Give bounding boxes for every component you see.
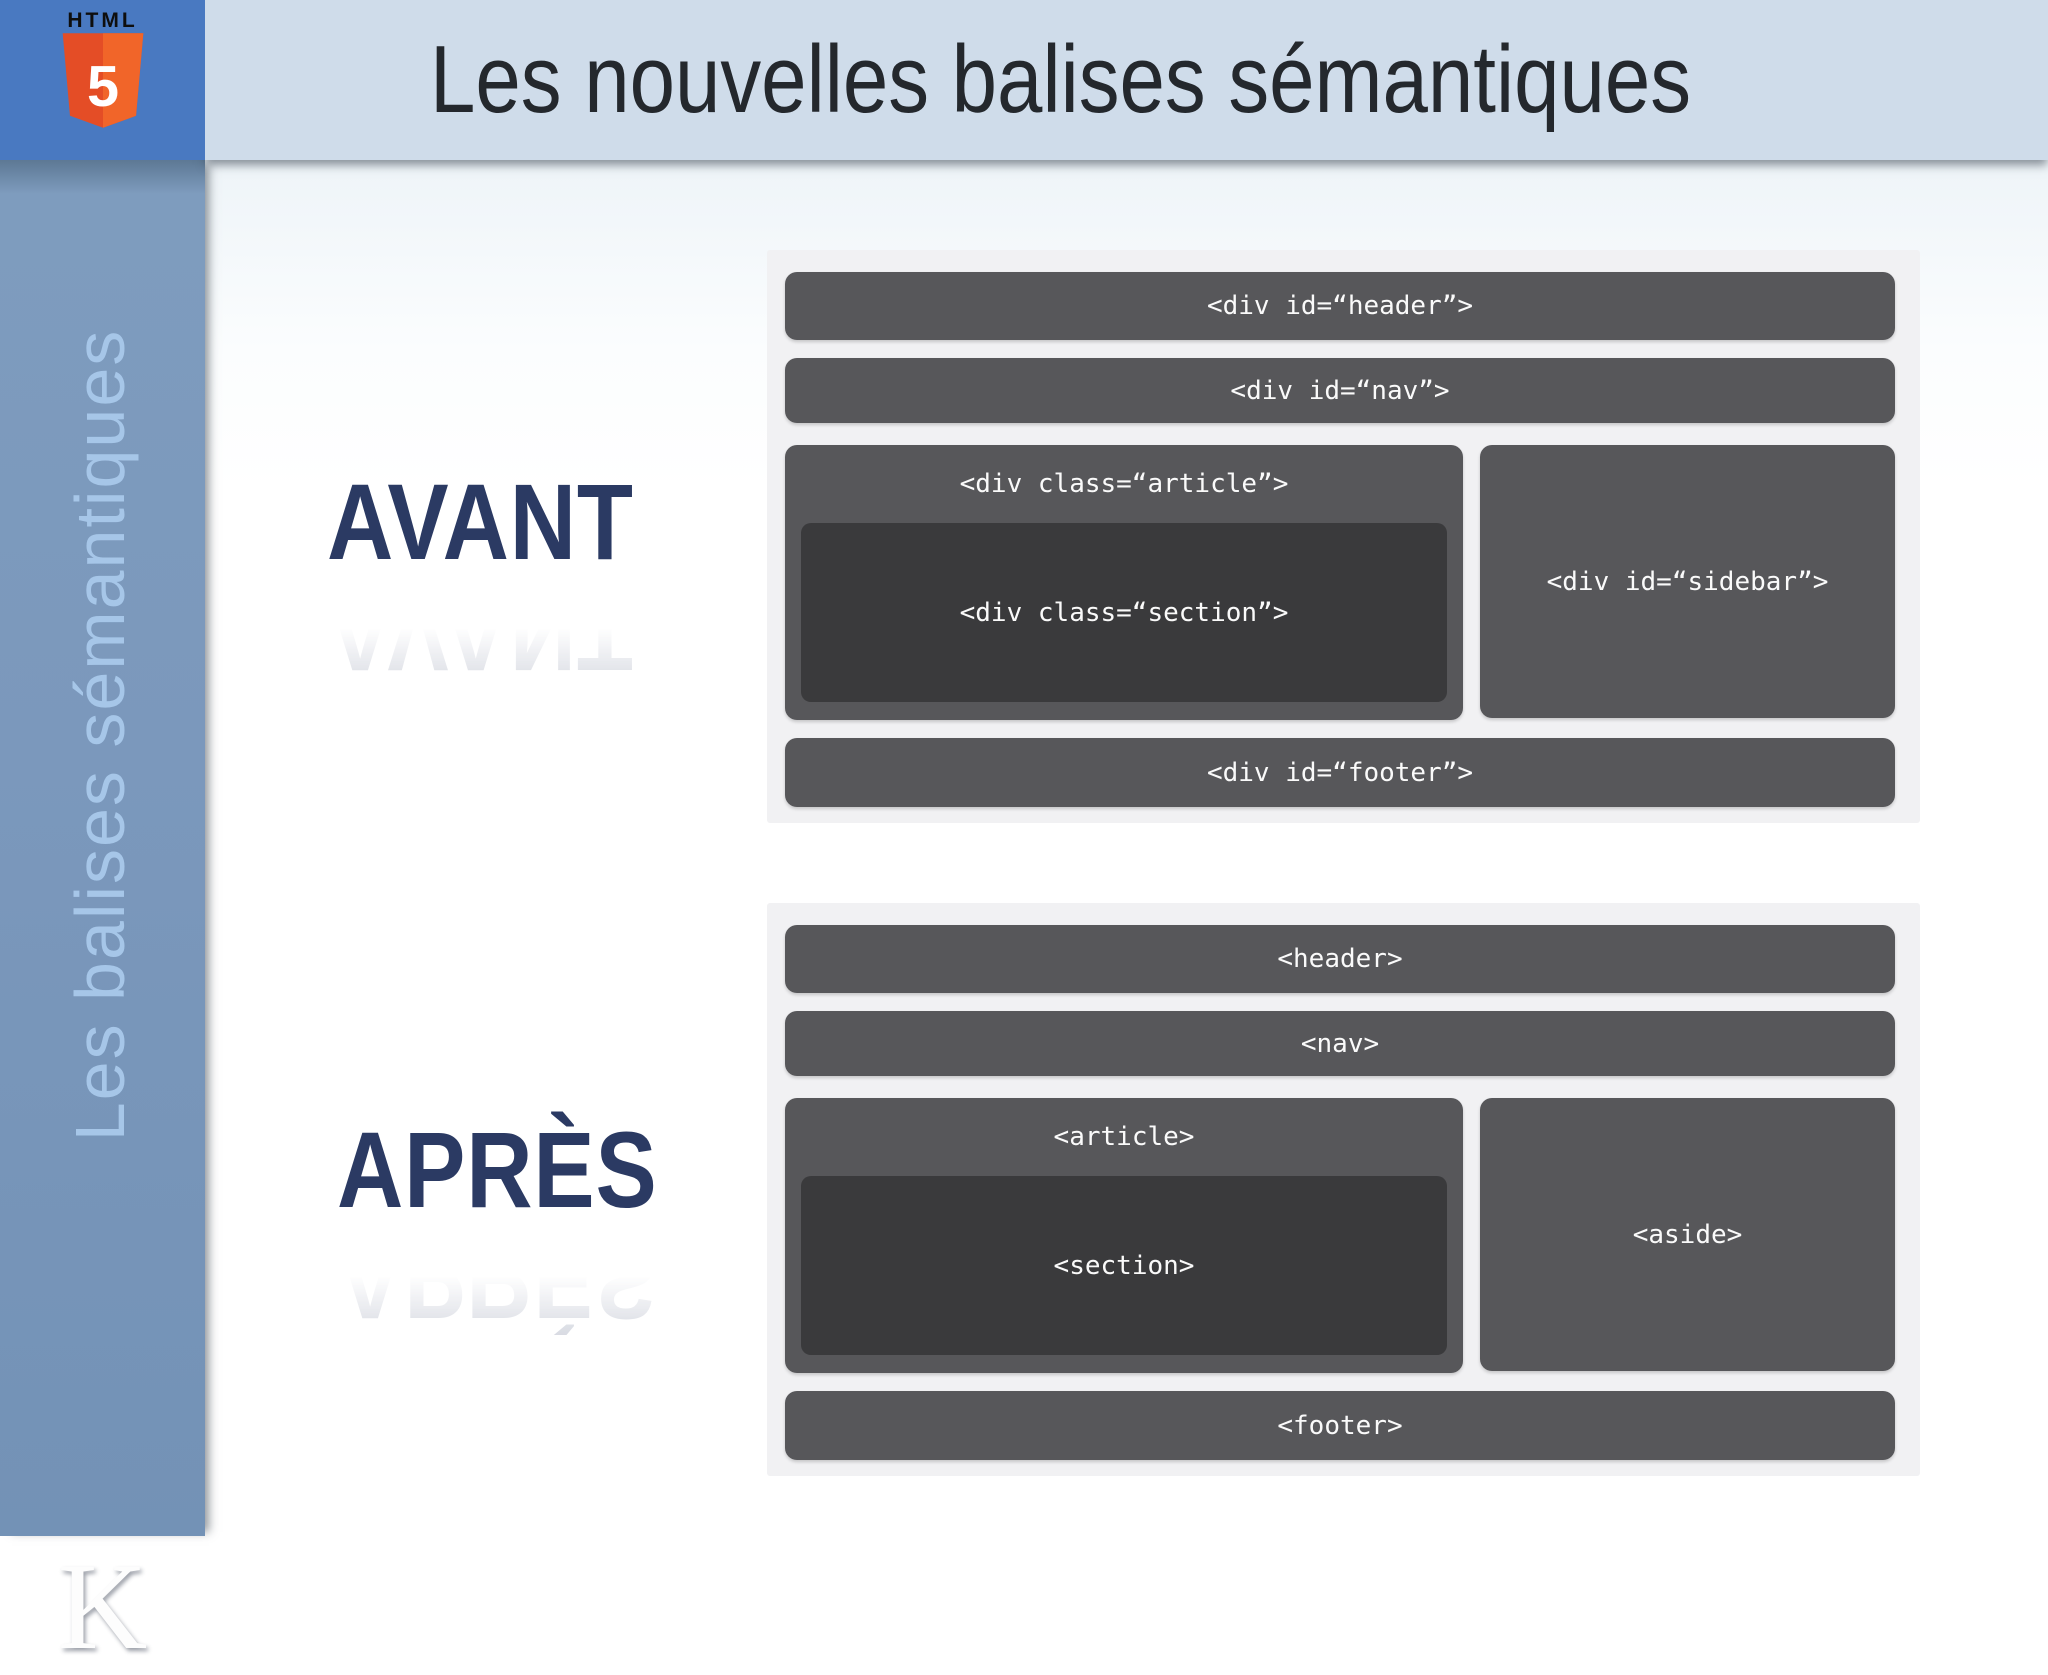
- before-article-label-row: <div class=“article”>: [785, 445, 1463, 523]
- html5-logo: HTML 5: [0, 0, 205, 160]
- before-sidebar-box: <div id=“sidebar”>: [1480, 445, 1895, 718]
- after-nav-label: <nav>: [1300, 1028, 1380, 1059]
- after-article-label-row: <article>: [785, 1098, 1463, 1176]
- html5-number: 5: [87, 55, 119, 119]
- after-article-label: <article>: [1053, 1122, 1195, 1152]
- before-section-box: <div class=“section”>: [801, 523, 1447, 702]
- sidebar-watermark-k: K: [57, 1538, 148, 1675]
- before-label: AVANT: [327, 461, 634, 582]
- before-nav-label: <div id=“nav”>: [1230, 375, 1450, 406]
- after-label: APRÈS: [337, 1109, 658, 1230]
- before-label-reflection: AVANT: [327, 573, 634, 694]
- slide-title: Les nouvelles balises sémantiques: [430, 26, 1692, 133]
- after-footer-box: <footer>: [785, 1391, 1895, 1460]
- html5-shield-icon: 5: [62, 33, 144, 128]
- before-header-box: <div id=“header”>: [785, 272, 1895, 340]
- after-header-box: <header>: [785, 925, 1895, 993]
- before-label-group: AVANT AVANT: [327, 461, 688, 695]
- before-nav-box: <div id=“nav”>: [785, 358, 1895, 423]
- after-section-label: <section>: [1053, 1250, 1195, 1281]
- after-footer-label: <footer>: [1277, 1410, 1403, 1441]
- after-header-label: <header>: [1277, 944, 1403, 974]
- sidebar: Les balises sémantiques K: [0, 160, 205, 1669]
- before-header-label: <div id=“header”>: [1206, 291, 1474, 321]
- after-section-box: <section>: [801, 1176, 1447, 1355]
- after-aside-box: <aside>: [1480, 1098, 1895, 1371]
- after-label-group: APRÈS APRÈS: [337, 1109, 714, 1343]
- before-sidebar-label: <div id=“sidebar”>: [1546, 566, 1829, 597]
- before-footer-label: <div id=“footer”>: [1206, 757, 1474, 788]
- html5-brand-text: HTML: [67, 9, 138, 32]
- sidebar-vertical-title: Les balises sémantiques: [61, 328, 139, 1142]
- after-label-reflection: APRÈS: [337, 1221, 658, 1342]
- before-footer-box: <div id=“footer”>: [785, 738, 1895, 807]
- before-section-label: <div class=“section”>: [959, 597, 1289, 628]
- before-diagram-panel: <div id=“header”> <div id=“nav”> <div cl…: [767, 250, 1920, 823]
- after-article-box: <article> <section>: [785, 1098, 1463, 1373]
- after-aside-label: <aside>: [1632, 1219, 1743, 1250]
- after-diagram-panel: <header> <nav> <article> <section> <asid…: [767, 903, 1920, 1476]
- before-article-box: <div class=“article”> <div class=“sectio…: [785, 445, 1463, 720]
- after-nav-box: <nav>: [785, 1011, 1895, 1076]
- before-article-label: <div class=“article”>: [959, 469, 1289, 499]
- title-strip: Les nouvelles balises sémantiques: [205, 0, 2048, 160]
